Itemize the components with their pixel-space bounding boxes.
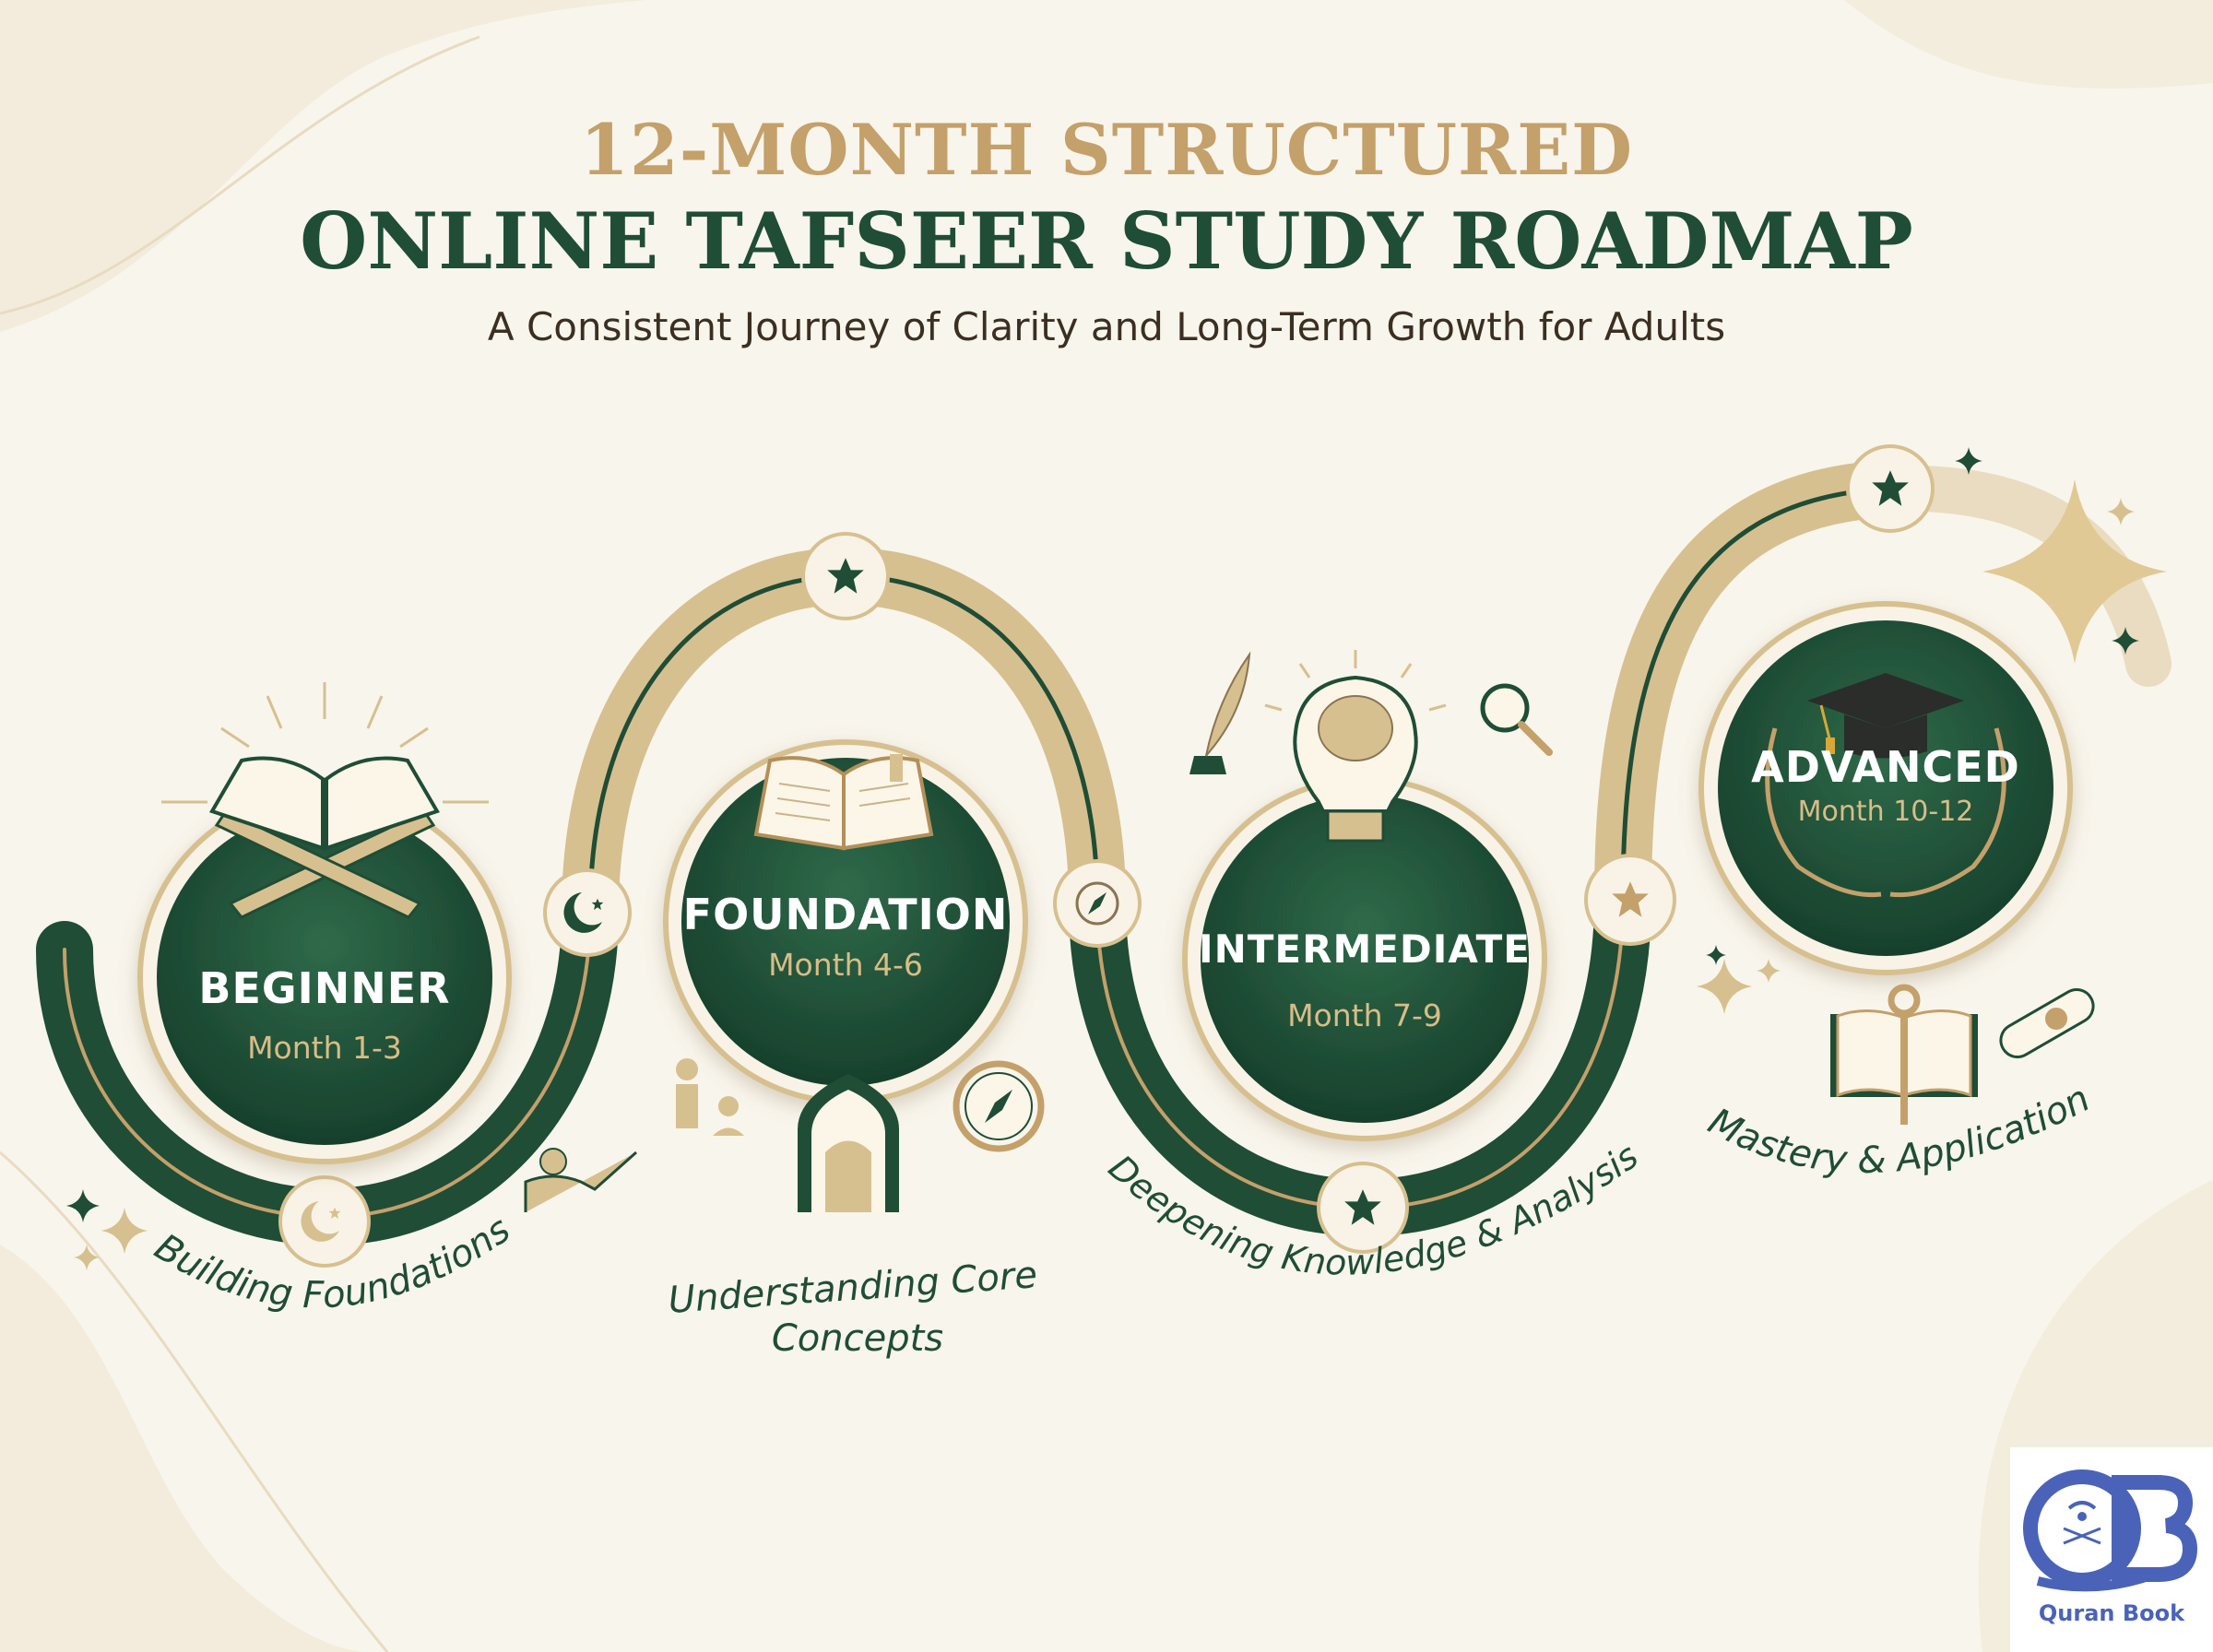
stage-months: Month 4-6 [768, 947, 923, 983]
stage-label-beginner: BEGINNER Month 1-3 [177, 963, 472, 1066]
title-line-1: 12-MONTH STRUCTURED [579, 109, 1634, 191]
open-book-icon [753, 754, 934, 851]
teacher-student-icon [676, 1058, 744, 1136]
stage-name: FOUNDATION [682, 890, 1009, 939]
magnifier-icon [1480, 683, 1553, 756]
stage-name: BEGINNER [198, 963, 451, 1013]
stage-circle-beginner [137, 790, 512, 1164]
compass-icon [1053, 859, 1142, 948]
compass-icon [953, 1060, 1045, 1152]
stage-label-intermediate: INTERMEDIATE Month 7-9 [1189, 926, 1540, 1033]
graduation-cap-laurel-icon [1765, 673, 2006, 898]
star-icon [1317, 1162, 1409, 1254]
quill-inkwell-icon [1189, 651, 1251, 774]
qb-logo-mark-icon [2023, 1469, 2198, 1592]
quran-book-logo: Quran Book [2010, 1447, 2213, 1652]
crescent-star-icon [278, 1175, 371, 1268]
stage-months: Month 10-12 [1797, 796, 1974, 828]
stage-months: Month 1-3 [247, 1030, 402, 1066]
caption-foundation-line1: Understanding Core [667, 1254, 1038, 1322]
diploma-scroll-icon [1999, 988, 2095, 1058]
logo-text: Quran Book [2038, 1600, 2185, 1626]
title-line-2: ONLINE TAFSEER STUDY ROADMAP [300, 195, 1913, 287]
teacher-icon [524, 1148, 637, 1212]
book-key-icon [1830, 984, 1978, 1125]
caption-foundation-line2: Concepts [772, 1317, 943, 1360]
subtitle: A Consistent Journey of Clarity and Long… [487, 304, 1726, 349]
mihrab-arch-icon [798, 1074, 899, 1212]
stage-circle-advanced [1698, 601, 2073, 975]
path-markers [278, 444, 1935, 1268]
stage-name: ADVANCED [1751, 742, 2020, 792]
quran-on-stand-icon [161, 682, 489, 919]
stage-label-advanced: ADVANCED Month 10-12 [1729, 742, 2042, 828]
stage-circle-intermediate [1182, 776, 1547, 1141]
star-icon [1584, 854, 1676, 946]
crescent-star-icon [543, 868, 632, 957]
stage-months: Month 7-9 [1287, 997, 1442, 1033]
lightbulb-brain-icon [1264, 650, 1447, 843]
stage-name: INTERMEDIATE [1198, 926, 1532, 972]
star-icon [801, 532, 890, 620]
stage-label-foundation: FOUNDATION Month 4-6 [680, 890, 1012, 983]
star-icon [1846, 444, 1935, 533]
